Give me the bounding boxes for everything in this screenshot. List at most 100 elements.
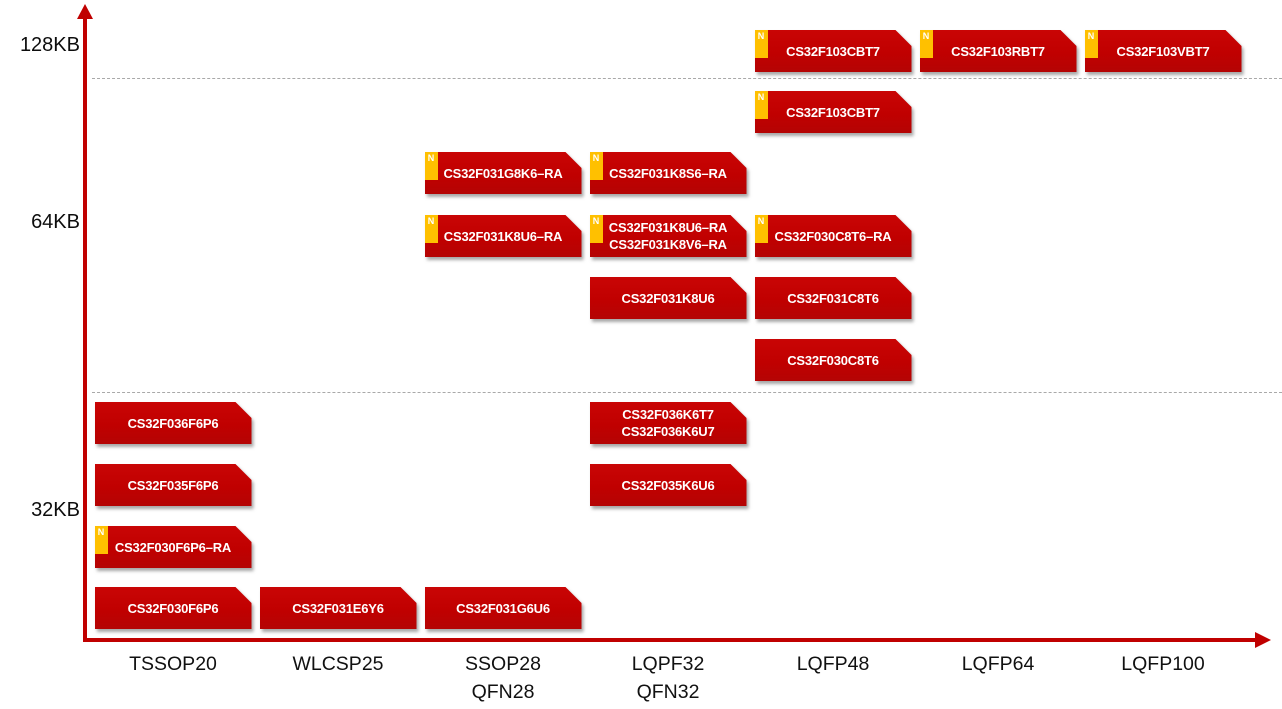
x-axis-label-line: LQFP64 <box>961 653 1035 675</box>
part-number-text: CS32F031K8U6–RA CS32F031K8V6–RA <box>590 215 747 257</box>
part-chip: CS32F031K8U6 <box>590 277 747 319</box>
part-chip-body: CS32F031G6U6 <box>425 587 582 629</box>
new-badge: N <box>755 215 768 243</box>
part-number-text: CS32F031E6Y6 <box>260 587 417 629</box>
x-axis-label-line: LQFP48 <box>796 653 870 675</box>
part-number-text: CS32F035K6U6 <box>590 464 747 506</box>
part-chip-body: N CS32F031K8S6–RA <box>590 152 747 194</box>
part-number-text: CS32F031K8S6–RA <box>590 152 747 194</box>
new-badge: N <box>425 215 438 243</box>
part-number-label: CS32F036K6U7 <box>621 424 715 439</box>
part-chip: N CS32F031K8U6–RA <box>425 215 582 257</box>
x-axis-label-line: TSSOP20 <box>129 653 217 675</box>
part-number-text: CS32F031K8U6 <box>590 277 747 319</box>
part-chip: CS32F036F6P6 <box>95 402 252 444</box>
part-number-text: CS32F036F6P6 <box>95 402 252 444</box>
x-axis-label-line: QFN32 <box>636 681 700 703</box>
new-badge: N <box>425 152 438 180</box>
part-chip: CS32F031C8T6 <box>755 277 912 319</box>
part-chip: CS32F035F6P6 <box>95 464 252 506</box>
part-chip-body: CS32F031C8T6 <box>755 277 912 319</box>
x-axis-label: WLCSP25 <box>253 650 423 678</box>
y-axis-label: 128KB <box>19 34 80 56</box>
part-number-label: CS32F035K6U6 <box>621 477 715 493</box>
part-number-label: CS32F031C8T6 <box>787 290 879 306</box>
part-chip: CS32F031E6Y6 <box>260 587 417 629</box>
part-number-text: CS32F030F6P6 <box>95 587 252 629</box>
part-chip: N CS32F031K8U6–RA CS32F031K8V6–RA <box>590 215 747 257</box>
part-number-text: CS32F103CBT7 <box>755 30 912 72</box>
memory-band-divider <box>92 78 1282 79</box>
part-chip: N CS32F030F6P6–RA <box>95 526 252 568</box>
new-badge: N <box>590 215 603 243</box>
part-number-text: CS32F103RBT7 <box>920 30 1077 72</box>
part-number-label: CS32F030F6P6 <box>127 600 219 616</box>
part-chip: N CS32F031K8S6–RA <box>590 152 747 194</box>
x-axis-label: LQFP48 <box>748 650 918 678</box>
part-chip-body: CS32F036F6P6 <box>95 402 252 444</box>
part-number-label: CS32F031G8K6–RA <box>443 165 563 181</box>
part-chip-body: N CS32F103CBT7 <box>755 30 912 72</box>
part-chip: CS32F030C8T6 <box>755 339 912 381</box>
part-number-label: CS32F030C8T6 <box>787 352 879 368</box>
part-chip: N CS32F103RBT7 <box>920 30 1077 72</box>
part-chip-body: CS32F035K6U6 <box>590 464 747 506</box>
new-badge: N <box>590 152 603 180</box>
new-badge: N <box>755 30 768 58</box>
memory-band-divider <box>92 392 1282 393</box>
x-axis-line <box>83 638 1256 642</box>
part-number-label: CS32F031K8U6–RA <box>608 220 728 235</box>
part-number-label: CS32F031K8V6–RA <box>609 237 727 252</box>
part-number-label: CS32F031E6Y6 <box>292 600 384 616</box>
part-number-text: CS32F030F6P6–RA <box>95 526 252 568</box>
part-chip-body: N CS32F103RBT7 <box>920 30 1077 72</box>
new-badge: N <box>1085 30 1098 58</box>
part-number-text: CS32F031C8T6 <box>755 277 912 319</box>
part-chip: N CS32F030C8T6–RA <box>755 215 912 257</box>
new-badge: N <box>95 526 108 554</box>
part-number-text: CS32F031G6U6 <box>425 587 582 629</box>
part-number-label: CS32F031K8U6–RA <box>443 228 563 244</box>
part-chip-body: CS32F031E6Y6 <box>260 587 417 629</box>
part-number-label: CS32F103CBT7 <box>786 104 880 120</box>
part-chip-body: N CS32F031G8K6–RA <box>425 152 582 194</box>
part-chip-body: N CS32F030F6P6–RA <box>95 526 252 568</box>
part-number-label: CS32F030C8T6–RA <box>774 228 892 244</box>
part-number-label: CS32F035F6P6 <box>127 477 219 493</box>
part-chip: CS32F031G6U6 <box>425 587 582 629</box>
part-number-label: CS32F036F6P6 <box>127 415 219 431</box>
x-axis-label-line: WLCSP25 <box>292 653 384 675</box>
y-axis-line <box>83 18 87 640</box>
part-number-text: CS32F030C8T6 <box>755 339 912 381</box>
part-number-text: CS32F031G8K6–RA <box>425 152 582 194</box>
part-number-label: CS32F036K6T7 <box>622 407 714 422</box>
y-axis-arrow-icon <box>77 4 93 19</box>
x-axis-label-line: LQFP100 <box>1121 653 1205 675</box>
part-number-text: CS32F035F6P6 <box>95 464 252 506</box>
part-chip: N CS32F103CBT7 <box>755 30 912 72</box>
part-number-label: CS32F031K8U6 <box>621 290 715 306</box>
part-chip-body: CS32F030F6P6 <box>95 587 252 629</box>
x-axis-label-line: SSOP28 <box>465 653 541 675</box>
part-number-label: CS32F030F6P6–RA <box>114 539 232 555</box>
part-number-text: CS32F030C8T6–RA <box>755 215 912 257</box>
part-number-text: CS32F103VBT7 <box>1085 30 1242 72</box>
part-number-text: CS32F031K8U6–RA <box>425 215 582 257</box>
part-chip-body: CS32F035F6P6 <box>95 464 252 506</box>
part-chip: CS32F030F6P6 <box>95 587 252 629</box>
part-number-label: CS32F031G6U6 <box>456 600 550 616</box>
part-number-label: CS32F031K8S6–RA <box>609 165 727 181</box>
part-chip-body: CS32F030C8T6 <box>755 339 912 381</box>
part-number-label: CS32F103RBT7 <box>951 43 1045 59</box>
new-badge: N <box>920 30 933 58</box>
y-axis-label: 64KB <box>31 211 80 233</box>
part-number-label: CS32F103CBT7 <box>786 43 880 59</box>
part-chip: N CS32F031G8K6–RA <box>425 152 582 194</box>
